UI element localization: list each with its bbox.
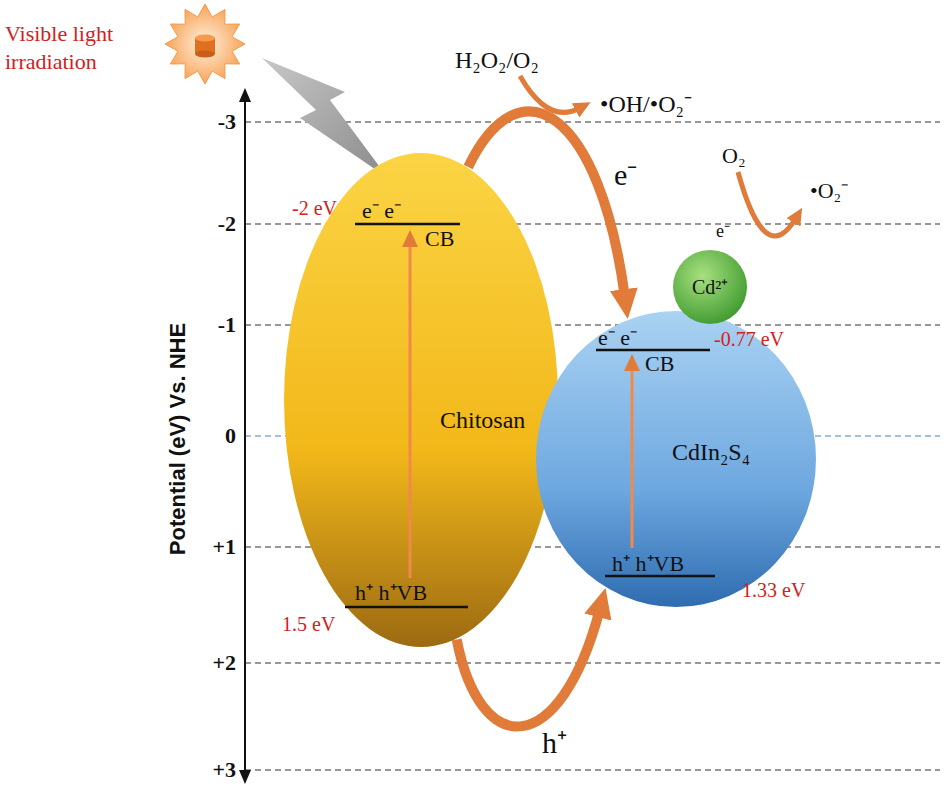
excitation-arrow: [631, 366, 634, 548]
axis-tick: +2: [186, 652, 236, 674]
node-text: e⁻ e⁻: [362, 200, 401, 222]
product-label: •O₂⁻: [810, 180, 848, 202]
reactant-label: H₂O₂/O₂: [455, 48, 539, 72]
node-text: CB: [645, 353, 674, 375]
axis-tick: 0: [186, 425, 236, 447]
electron-label: e⁻: [716, 222, 730, 240]
band-edge-line: [596, 349, 710, 352]
lightning-bolt: [262, 58, 388, 178]
band-energy: 1.5 eV: [282, 614, 335, 634]
axis-title: Potential (eV) Vs. NHE: [167, 289, 189, 589]
ion-circle: Cd²⁺: [672, 249, 748, 325]
band-edge-line: [355, 223, 460, 226]
semiconductor-ellipse: e⁻ e⁻ CB Chitosan h⁺ h⁺VB: [283, 152, 559, 648]
transfer-arrow: [457, 609, 600, 726]
node-text: CB: [425, 228, 454, 250]
band-energy: -2 eV: [292, 198, 337, 218]
band-energy: -0.77 eV: [714, 329, 784, 349]
reactant-label: O₂: [722, 145, 746, 167]
band-energy: 1.33 eV: [742, 580, 805, 600]
band-edge-line: [605, 575, 715, 578]
light-source-label: Visible light irradiation: [5, 20, 155, 75]
carrier-label: e⁻: [612, 160, 639, 190]
node-text: h⁺ h⁺VB: [612, 553, 684, 575]
node-text: Chitosan: [440, 408, 525, 432]
node-text: CdIn₂S₄: [672, 440, 750, 464]
sun-icon: [165, 4, 245, 84]
carrier-label: h⁺: [540, 728, 569, 758]
node-text: h⁺ h⁺VB: [355, 582, 427, 604]
semiconductor-ellipse: [536, 311, 816, 607]
grid-lines: [245, 122, 940, 770]
node-shape: [283, 152, 559, 648]
node-text: Cd²⁺: [692, 277, 728, 297]
potential-axis: [239, 88, 251, 784]
product-label: •OH/•O₂⁻: [600, 92, 692, 116]
semiconductor-ellipse: e⁻ e⁻ CB CdIn₂S₄ h⁺ h⁺VB: [535, 310, 817, 608]
semiconductor-ellipse: [284, 153, 558, 647]
axis-tick: -1: [186, 314, 236, 336]
band-edge-line: [345, 606, 468, 609]
reaction-arrow: [738, 172, 796, 236]
axis-tick: +1: [186, 536, 236, 558]
axis-tick: -2: [186, 213, 236, 235]
axis-tick: -3: [186, 111, 236, 133]
node-text: e⁻ e⁻: [598, 327, 637, 349]
axis-tick: +3: [186, 759, 236, 781]
ion-circle: [673, 250, 747, 324]
excitation-arrow: [409, 242, 412, 578]
